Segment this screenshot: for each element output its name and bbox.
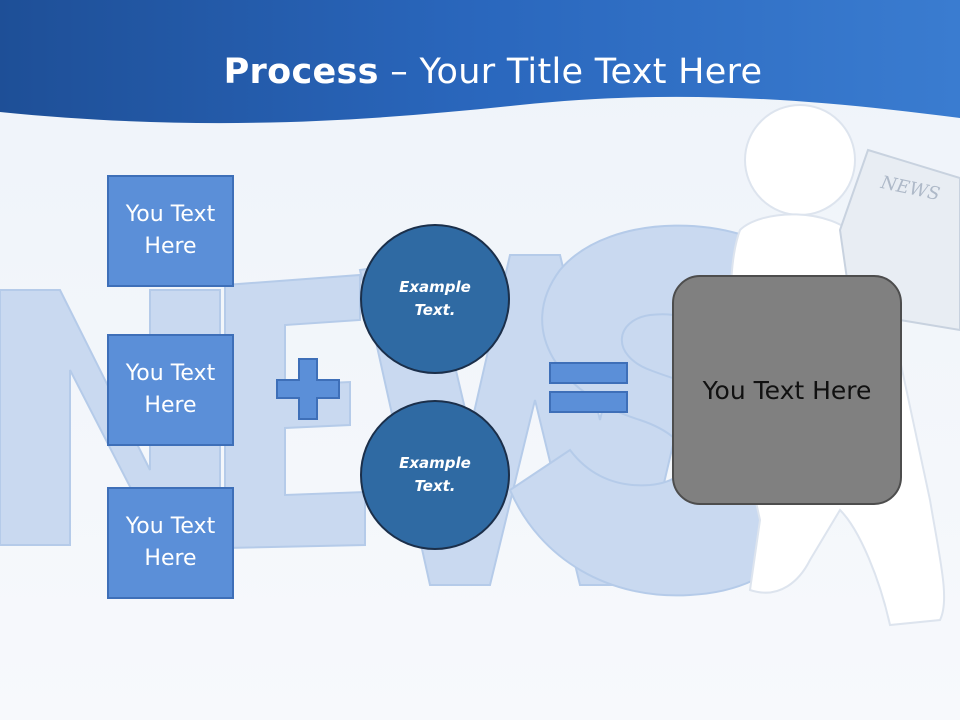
title-rest: – Your Title Text Here xyxy=(378,52,763,92)
slide-title: Process – Your Title Text Here xyxy=(0,52,960,92)
header-band xyxy=(0,0,960,124)
equals-icon xyxy=(549,362,628,413)
example-circle-1[interactable]: Example Text. xyxy=(360,224,510,374)
plus-icon xyxy=(276,358,340,420)
input-box-3-label: You Text Here xyxy=(125,514,216,571)
input-box-2-label: You Text Here xyxy=(125,361,216,418)
result-box[interactable]: You Text Here xyxy=(672,275,902,505)
example-circle-2-label: Example Text. xyxy=(399,454,471,495)
title-bold: Process xyxy=(223,52,379,92)
example-circle-1-label: Example Text. xyxy=(399,278,471,319)
input-box-3[interactable]: You Text Here xyxy=(107,487,234,599)
result-box-label: You Text Here xyxy=(702,375,872,405)
input-box-2[interactable]: You Text Here xyxy=(107,334,234,446)
example-circle-2[interactable]: Example Text. xyxy=(360,400,510,550)
input-box-1[interactable]: You Text Here xyxy=(107,175,234,287)
input-box-1-label: You Text Here xyxy=(125,202,216,259)
